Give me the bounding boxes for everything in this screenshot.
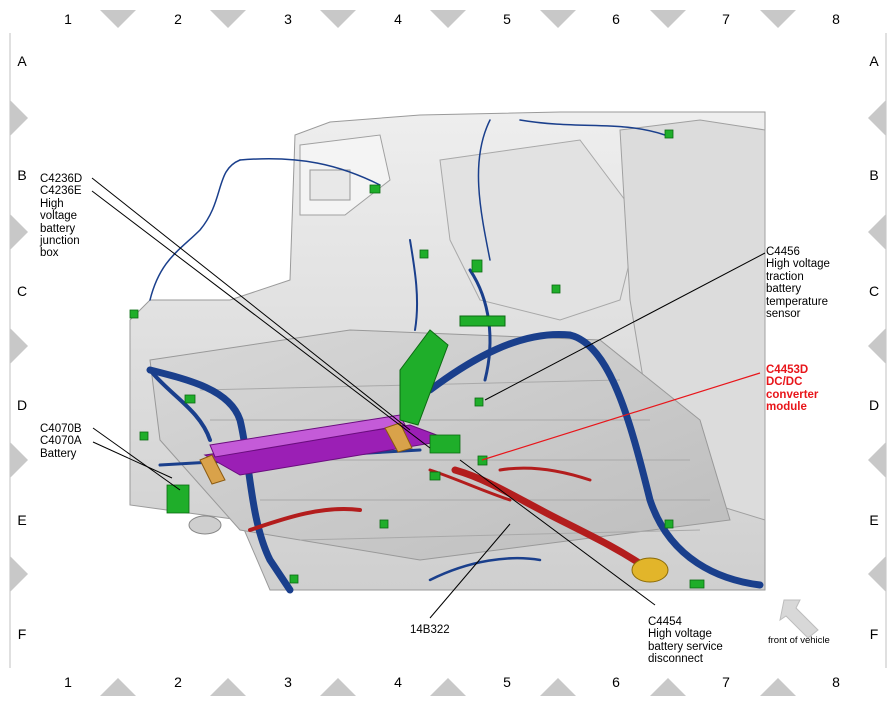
- row-label-left-f: F: [17, 626, 27, 642]
- col-label-bottom-8: 8: [832, 674, 840, 690]
- hv-battery-pack: [199, 414, 452, 485]
- connectors: [129, 129, 705, 589]
- col-label-top-6: 6: [612, 11, 620, 27]
- col-label-top-1: 1: [64, 11, 72, 27]
- row-label-left-a: A: [17, 53, 27, 69]
- callout-c4453-dcdc-converter: C4453D DC/DC converter module: [766, 364, 819, 414]
- border-ticks-left: [10, 100, 28, 592]
- border-ticks-bottom: [100, 678, 796, 696]
- col-label-bottom-7: 7: [722, 674, 730, 690]
- junction-box: [399, 315, 506, 426]
- col-label-bottom-2: 2: [174, 674, 182, 690]
- blue-harness: [146, 119, 764, 594]
- col-label-top-7: 7: [722, 11, 730, 27]
- callout-c4070-battery: C4070B C4070A Battery: [40, 423, 82, 460]
- col-label-top-5: 5: [503, 11, 511, 27]
- row-label-left-d: D: [16, 397, 28, 413]
- row-label-left-c: C: [16, 283, 28, 299]
- row-label-left-b: B: [17, 167, 27, 183]
- col-label-bottom-6: 6: [612, 674, 620, 690]
- callout-c4456-temperature-sensor: C4456 High voltage traction battery temp…: [766, 246, 830, 321]
- row-label-right-c: C: [868, 283, 880, 299]
- front-of-vehicle-label: front of vehicle: [768, 635, 830, 646]
- callout-c4454-service-disconnect: C4454 High voltage battery service disco…: [648, 616, 723, 666]
- col-label-bottom-5: 5: [503, 674, 511, 690]
- row-label-left-e: E: [17, 512, 27, 528]
- service-disconnect-plug: [631, 557, 669, 583]
- col-label-bottom-1: 1: [64, 674, 72, 690]
- col-label-bottom-4: 4: [394, 674, 402, 690]
- row-label-right-f: F: [869, 626, 879, 642]
- row-label-right-d: D: [868, 397, 880, 413]
- border-ticks-top: [100, 10, 796, 28]
- col-label-top-2: 2: [174, 11, 182, 27]
- callout-14b322: 14B322: [410, 624, 450, 636]
- row-label-right-b: B: [869, 167, 879, 183]
- leader-line-red: [481, 372, 761, 461]
- col-label-top-4: 4: [394, 11, 402, 27]
- col-label-bottom-3: 3: [284, 674, 292, 690]
- vehicle-body: [129, 111, 766, 591]
- col-label-top-3: 3: [284, 11, 292, 27]
- callout-c4236-junction-box: C4236D C4236E High voltage battery junct…: [40, 173, 83, 260]
- front-arrow-icon: [779, 599, 819, 639]
- leader-lines: [91, 177, 766, 619]
- border-ticks-right: [868, 100, 886, 592]
- row-label-right-e: E: [869, 512, 879, 528]
- row-label-right-a: A: [869, 53, 879, 69]
- col-label-top-8: 8: [832, 11, 840, 27]
